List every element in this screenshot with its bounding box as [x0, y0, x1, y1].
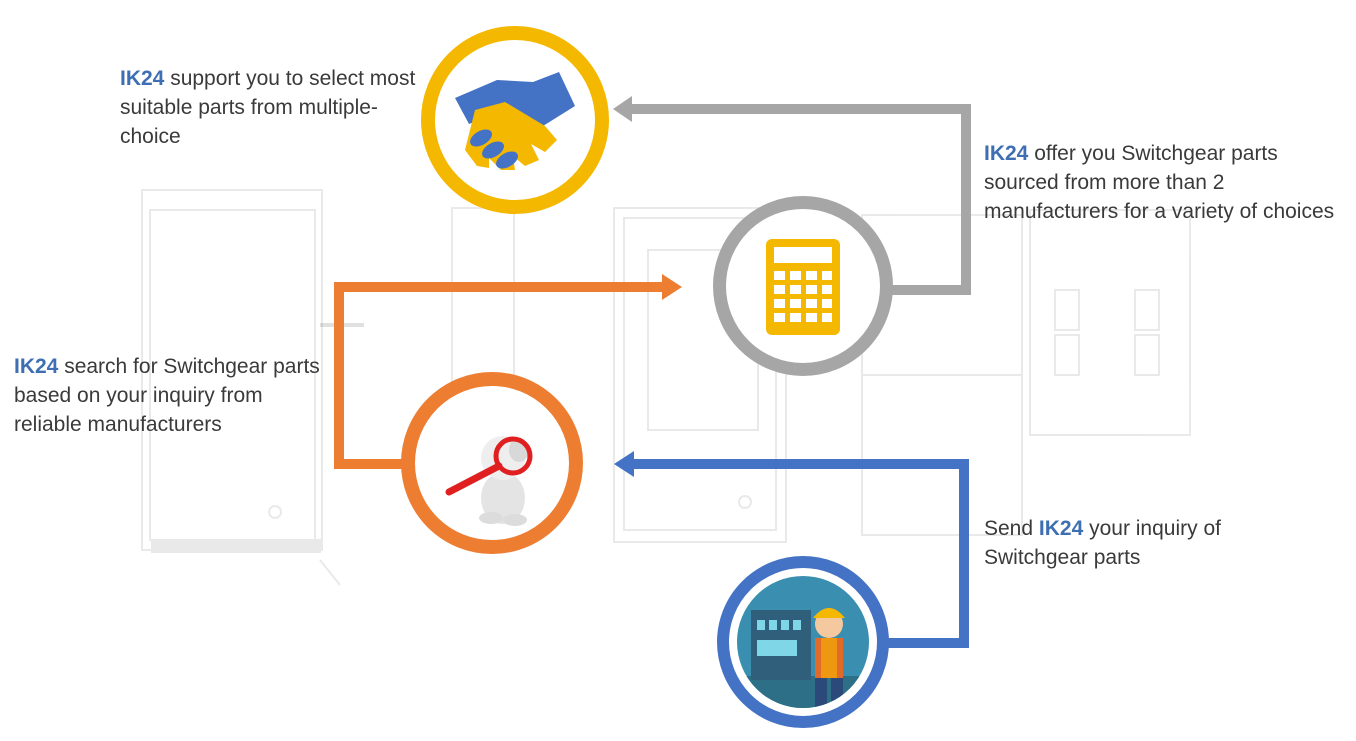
- offer-step-text: offer you Switchgear parts sourced from …: [984, 142, 1335, 223]
- brand-name: IK24: [984, 142, 1029, 165]
- search-step-caption: IK24 search for Switchgear parts based o…: [14, 352, 326, 439]
- calculator-icon: [766, 239, 840, 335]
- send-step-caption: Send IK24 your inquiry of Switchgear par…: [984, 514, 1284, 572]
- select-step-caption: IK24 support you to select most suitable…: [120, 64, 420, 151]
- select-step-text: support you to select most suitable part…: [120, 67, 416, 148]
- arrow-offer-to-select: [613, 96, 971, 295]
- handshake-icon: [455, 72, 575, 170]
- brand-name: IK24: [14, 355, 59, 378]
- brand-name: IK24: [1038, 517, 1084, 540]
- brand-name: IK24: [120, 67, 165, 90]
- magnifier-figure-icon: [445, 436, 533, 526]
- search-step-text: search for Switchgear parts based on you…: [14, 355, 320, 436]
- arrow-search-to-offer: [334, 274, 682, 469]
- calculator-keys: [774, 271, 832, 322]
- arrow-send-to-search: [614, 451, 969, 648]
- search-step-circle: [401, 372, 583, 554]
- send-step-text-before: Send: [984, 517, 1039, 540]
- send-step-text-after: your inquiry of Switchgear parts: [984, 517, 1221, 569]
- send-step-circle: [717, 556, 889, 728]
- select-step-circle: [421, 26, 609, 214]
- offer-step-circle: [713, 196, 893, 376]
- engineer-icon: [737, 576, 869, 708]
- offer-step-caption: IK24 offer you Switchgear parts sourced …: [984, 139, 1344, 226]
